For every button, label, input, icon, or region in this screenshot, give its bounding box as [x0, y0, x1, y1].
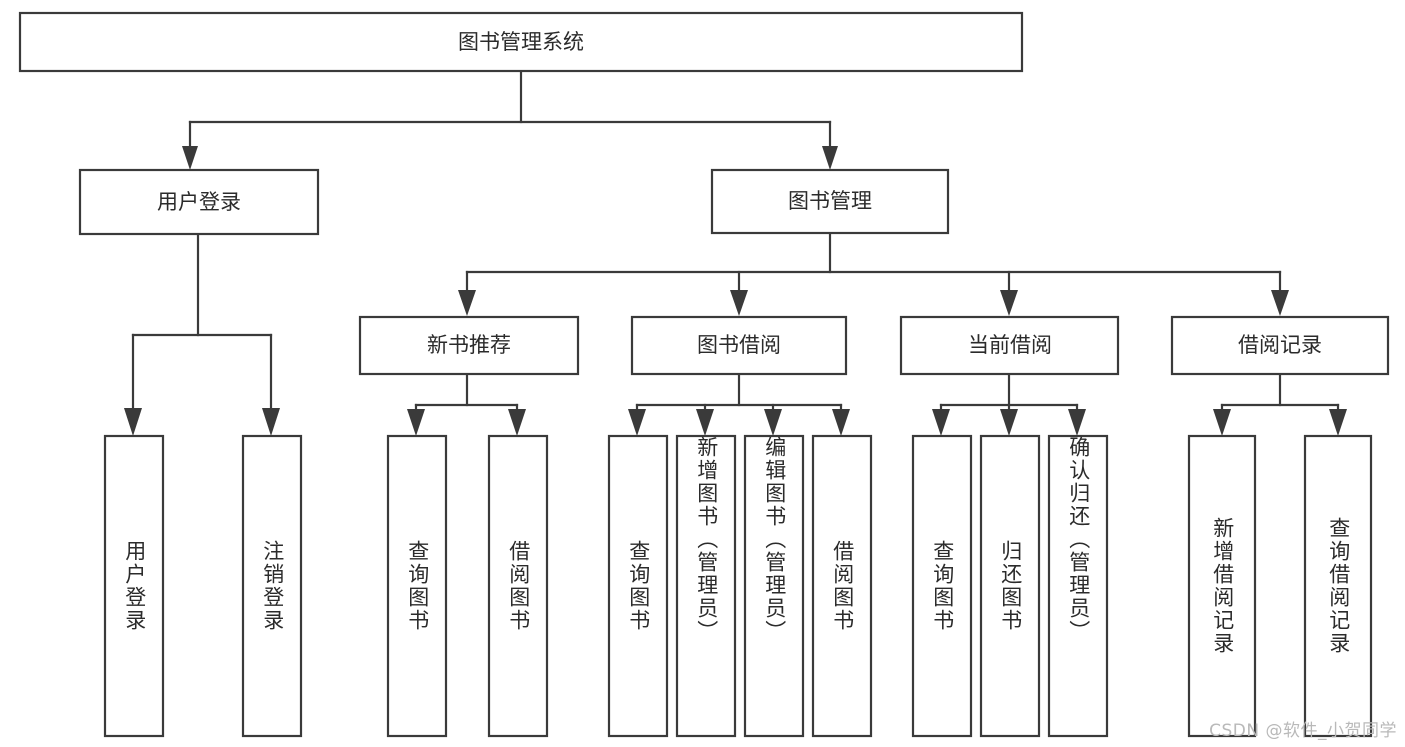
node-new-book-rec[interactable]: 新书推荐 [358, 315, 580, 376]
arrow-head-icon [407, 409, 425, 436]
arrow-head-icon [1329, 409, 1347, 436]
node-box-leaf-logout[interactable] [241, 434, 303, 738]
connector-new-book-rec-to-leaves [407, 372, 526, 436]
arrow-head-icon [508, 409, 526, 436]
node-label-book-borrow: 图书借阅 [697, 333, 781, 357]
node-user-login[interactable]: 用户登录 [78, 168, 320, 236]
node-box-leaf-add-record[interactable] [1187, 434, 1257, 738]
node-box-leaf-query-book-1[interactable] [386, 434, 448, 738]
node-box-rect[interactable] [18, 11, 1024, 73]
arrow-head-icon [458, 290, 476, 316]
arrow-head-icon [124, 408, 142, 436]
connector-borrow-record-to-leaves [1213, 372, 1347, 436]
arrow-head-icon [1271, 290, 1289, 316]
arrow-head-icon [730, 290, 748, 316]
node-box-rect[interactable] [358, 315, 580, 376]
arrow-head-icon [822, 146, 838, 170]
node-box-rect[interactable] [710, 168, 950, 235]
node-box-leaf-borrow-book-1[interactable] [487, 434, 549, 738]
node-box-rect[interactable] [78, 168, 320, 236]
node-box-rect[interactable] [899, 315, 1120, 376]
node-label-root: 图书管理系统 [458, 30, 584, 54]
node-box-rect[interactable] [630, 315, 848, 376]
node-label-user-login: 用户登录 [157, 190, 241, 214]
arrow-head-icon [1213, 409, 1231, 436]
node-box-leaf-borrow-book-2[interactable] [811, 434, 873, 738]
node-current-borrow[interactable]: 当前借阅 [899, 315, 1120, 376]
arrow-head-icon [696, 409, 714, 436]
connector-root-to-level2 [182, 69, 838, 170]
connector-book-manage-to-level3 [458, 231, 1289, 316]
node-root[interactable]: 图书管理系统 [18, 11, 1024, 73]
node-box-leaf-user-login[interactable] [103, 434, 165, 738]
node-label-current-borrow: 当前借阅 [968, 333, 1052, 357]
connector-user-login-to-leaves [124, 232, 280, 436]
node-book-borrow[interactable]: 图书借阅 [630, 315, 848, 376]
node-label-new-book-rec: 新书推荐 [427, 333, 511, 357]
arrow-head-icon [628, 409, 646, 436]
arrow-head-icon [764, 409, 782, 436]
arrow-head-icon [182, 146, 198, 170]
node-box-leaf-query-book-2[interactable] [607, 434, 669, 738]
connector-current-borrow-to-leaves [932, 372, 1086, 436]
node-box-leaf-return-book[interactable] [979, 434, 1041, 738]
node-borrow-record[interactable]: 借阅记录 [1170, 315, 1390, 376]
node-box-leaf-edit-book[interactable] [743, 434, 805, 738]
watermark: CSDN @软件_小贺同学 [1209, 721, 1397, 741]
node-box-rect[interactable] [1170, 315, 1390, 376]
arrow-head-icon [832, 409, 850, 436]
node-box-leaf-add-book[interactable] [675, 434, 737, 738]
arrow-head-icon [262, 408, 280, 436]
connector-book-borrow-to-leaves [628, 372, 850, 436]
node-label-book-manage: 图书管理 [788, 189, 872, 213]
node-box-leaf-query-book-3[interactable] [911, 434, 973, 738]
node-box-leaf-confirm-return[interactable] [1047, 434, 1109, 738]
node-label-borrow-record: 借阅记录 [1238, 333, 1322, 357]
arrow-head-icon [1000, 409, 1018, 436]
node-book-manage[interactable]: 图书管理 [710, 168, 950, 235]
node-box-leaf-query-record[interactable] [1303, 434, 1373, 738]
arrow-head-icon [1068, 409, 1086, 436]
arrow-head-icon [1000, 290, 1018, 316]
arrow-head-icon [932, 409, 950, 436]
